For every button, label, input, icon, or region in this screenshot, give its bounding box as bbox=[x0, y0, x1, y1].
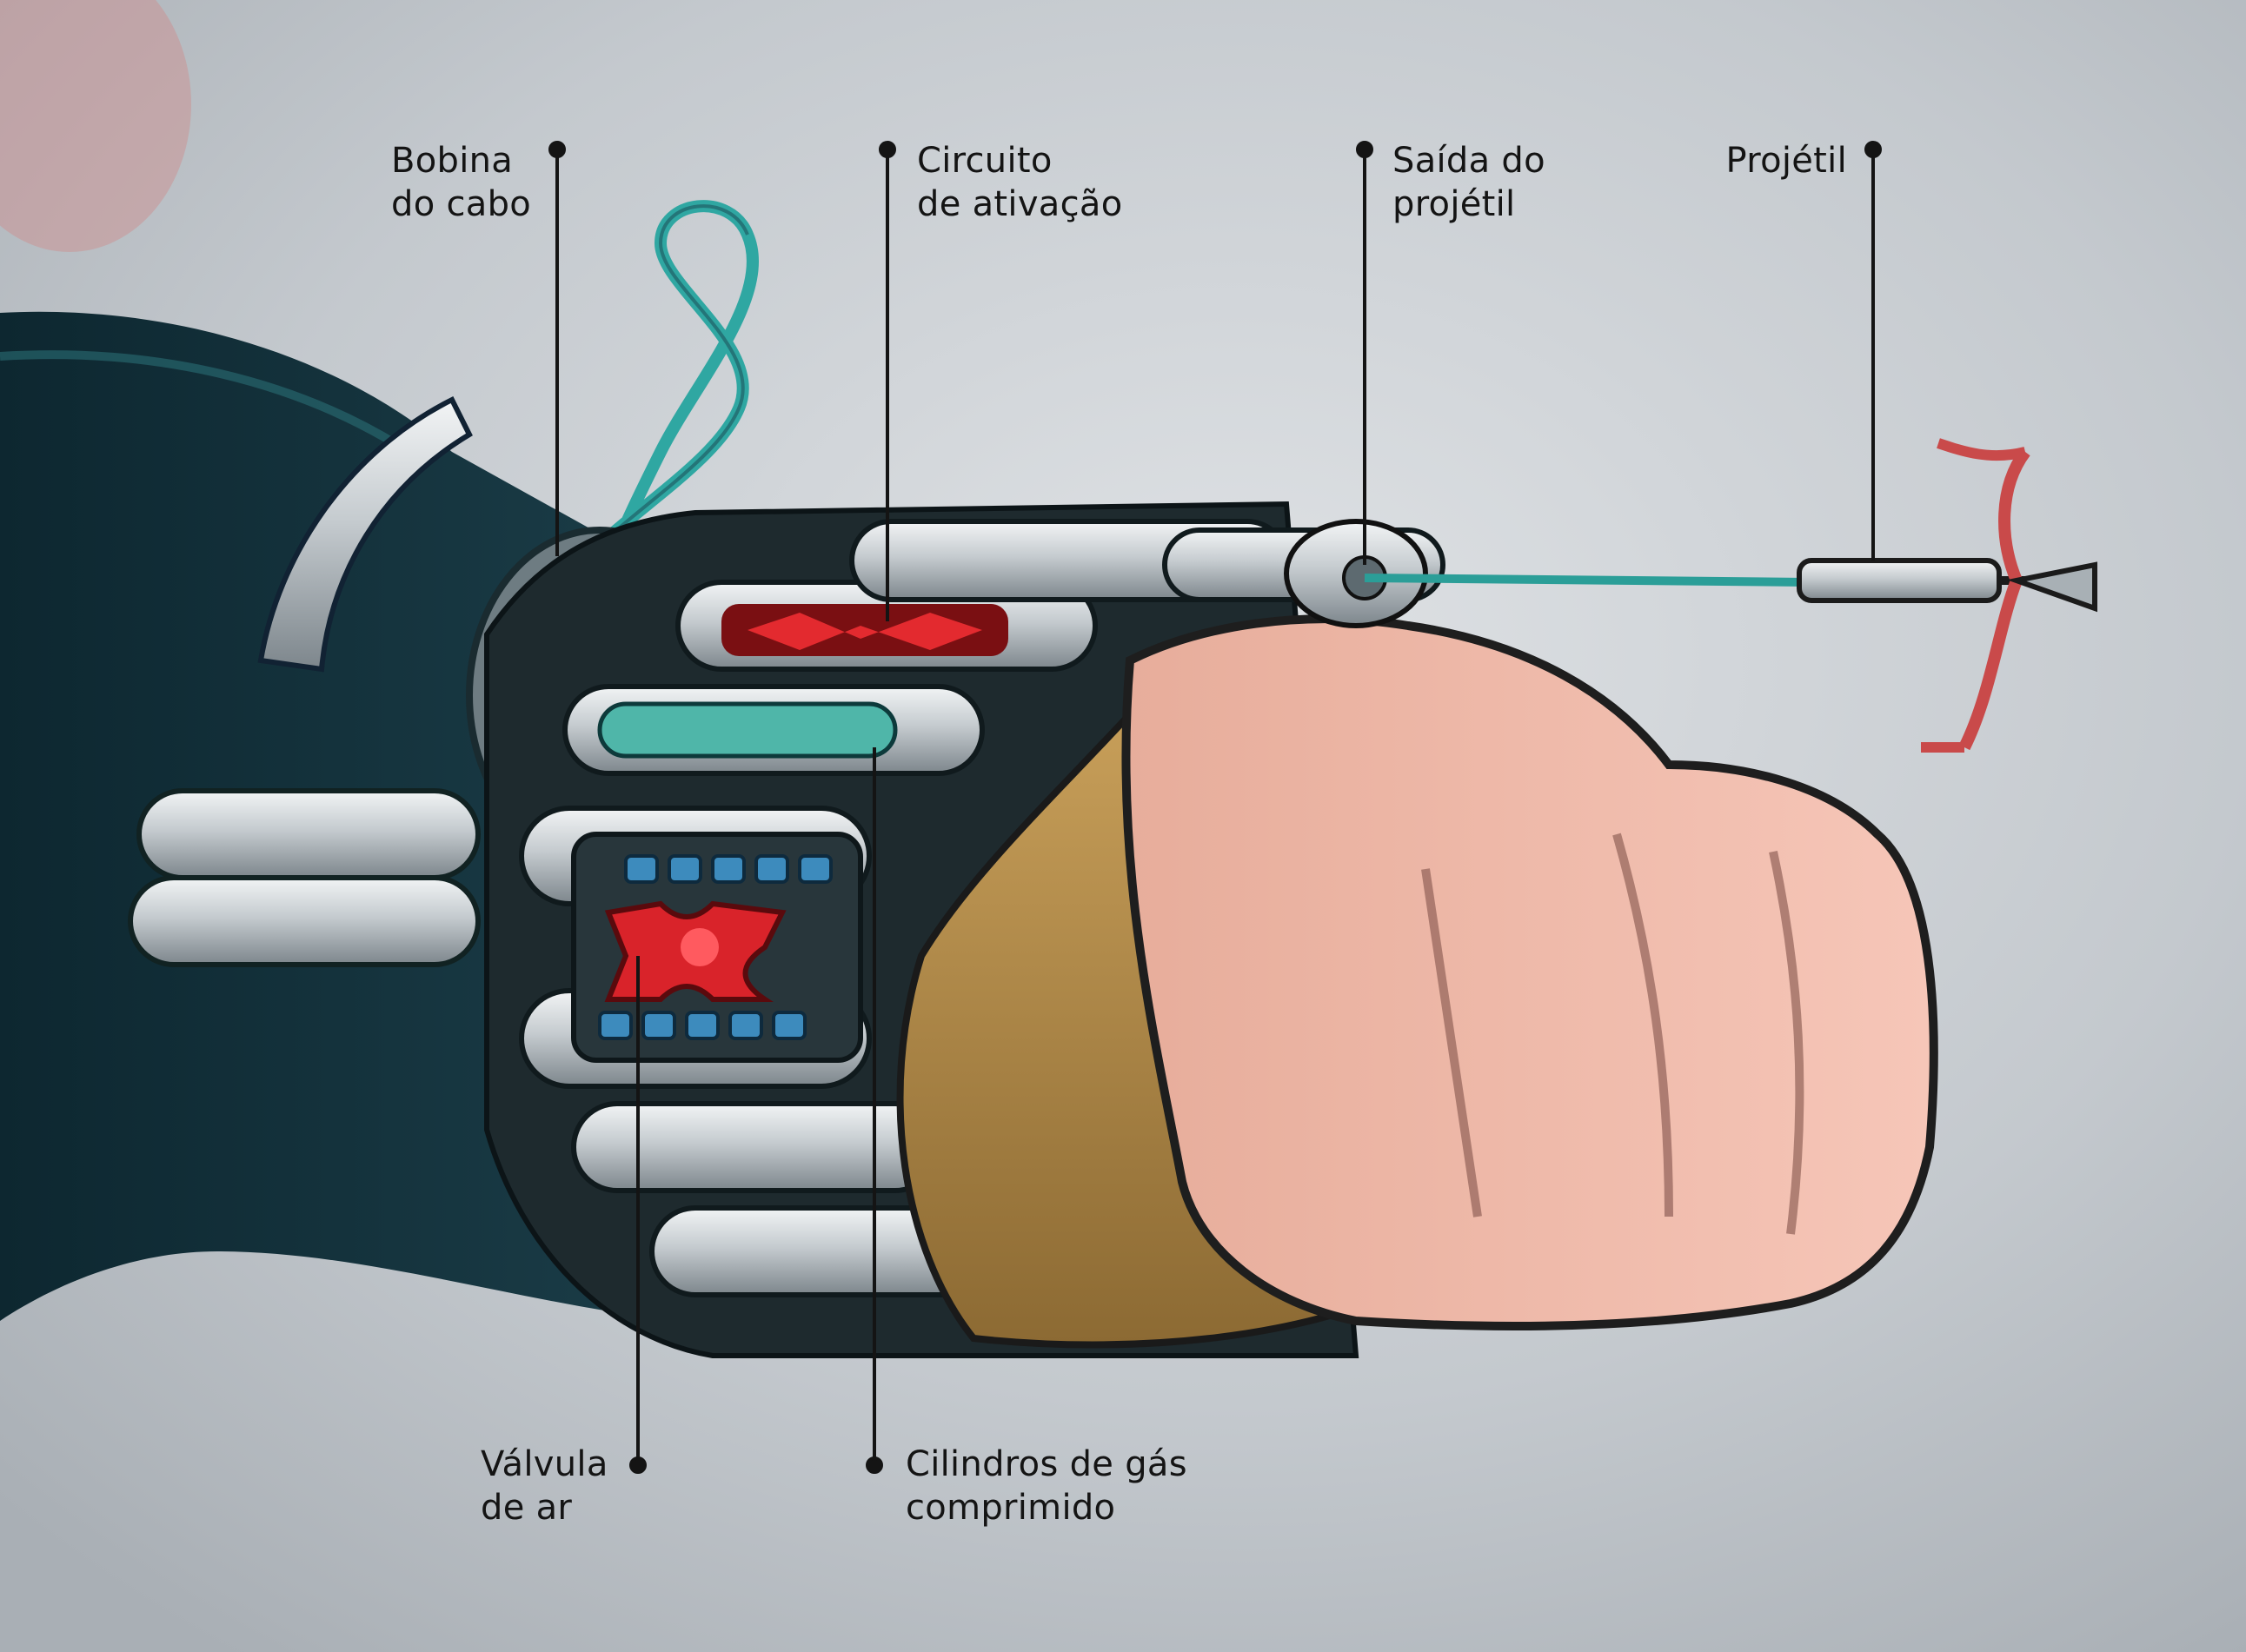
label-cable-coil-line1: Bobina bbox=[391, 141, 514, 181]
label-projectile-line1: Projétil bbox=[1725, 141, 1847, 181]
label-projectile-exit: Saída do projétil bbox=[1392, 139, 1545, 226]
label-gas-cylinders-line2: comprimido bbox=[906, 1488, 1116, 1528]
rear-exhaust-tubes bbox=[128, 788, 481, 967]
label-activation-circuit-line2: de ativação bbox=[917, 184, 1123, 224]
label-activation-circuit: Circuito de ativação bbox=[917, 139, 1122, 226]
leader-lines bbox=[548, 141, 1882, 1474]
label-cable-coil: Bobina do cabo bbox=[391, 139, 531, 226]
activation-circuit bbox=[721, 604, 1008, 656]
label-air-valve-line2: de ar bbox=[481, 1488, 573, 1528]
tether-cable bbox=[1364, 574, 1809, 587]
fist bbox=[1121, 614, 1938, 1330]
elbow-guard bbox=[257, 395, 473, 673]
label-activation-circuit-line1: Circuito bbox=[917, 141, 1053, 181]
projectile bbox=[1797, 438, 2097, 753]
label-projectile-exit-line1: Saída do bbox=[1392, 141, 1545, 181]
projectile-exit bbox=[1284, 519, 1428, 628]
background-blur-spot bbox=[0, 0, 191, 252]
label-air-valve: Válvula de ar bbox=[481, 1443, 608, 1529]
gas-cylinder-detail bbox=[597, 701, 898, 759]
label-cable-coil-line2: do cabo bbox=[391, 184, 532, 224]
label-gas-cylinders-line1: Cilindros de gás bbox=[906, 1444, 1187, 1484]
label-projectile: Projétil bbox=[1699, 139, 1847, 182]
air-valve-panel bbox=[571, 832, 863, 1063]
label-air-valve-line1: Válvula bbox=[481, 1444, 608, 1484]
label-gas-cylinders: Cilindros de gás comprimido bbox=[906, 1443, 1187, 1529]
label-projectile-exit-line2: projétil bbox=[1392, 184, 1516, 224]
finger-creases bbox=[1421, 833, 1804, 1235]
